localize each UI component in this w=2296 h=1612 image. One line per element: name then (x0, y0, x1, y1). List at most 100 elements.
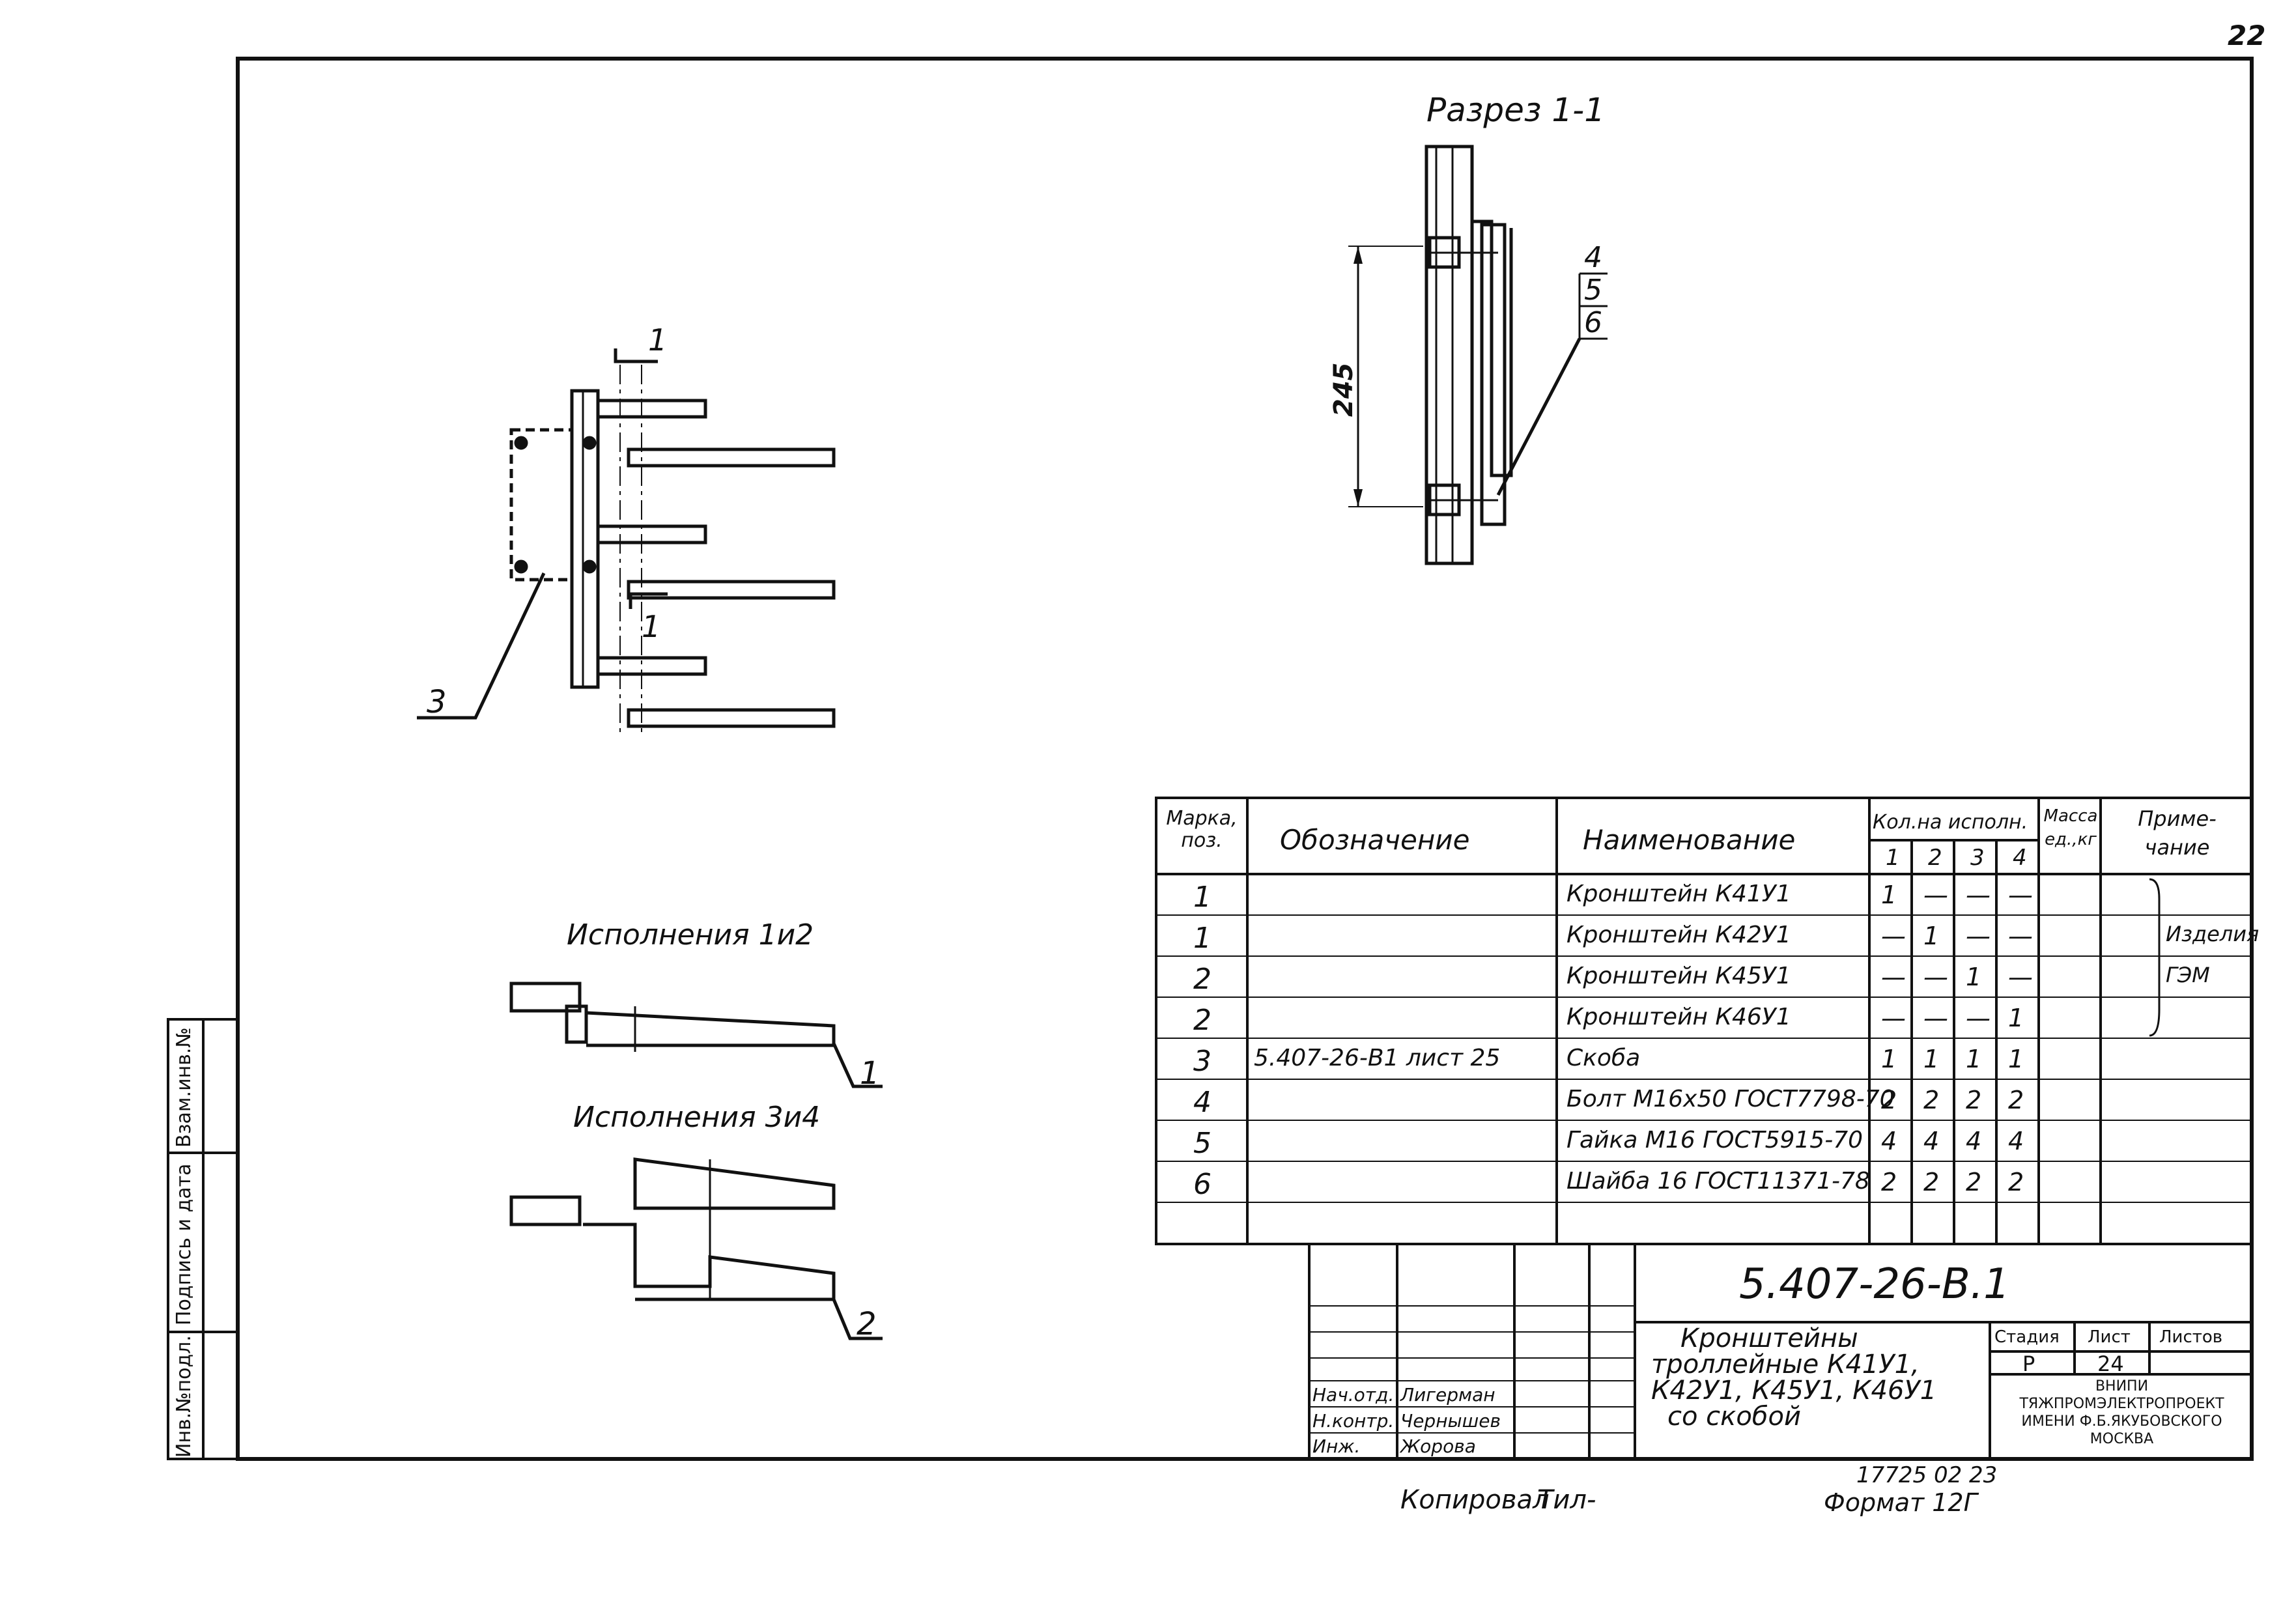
row-qty-3: — (1966, 922, 1991, 950)
org-line-2: ТЯЖПРОМЭЛЕКТРОПРОЕКТ (2019, 1396, 2224, 1412)
callout-4: 4 (1584, 241, 1602, 274)
sig-name-1: Лигерман (1400, 1384, 1495, 1406)
header-mass: Масса ед.,кг (2043, 806, 2098, 849)
row-qty-1: 1 (1881, 881, 1897, 909)
row-qty-1: — (1881, 1004, 1906, 1032)
title-block-grid (1308, 1243, 2253, 1460)
row-qty-4: — (2008, 963, 2033, 991)
header-qty-4: 4 (2013, 845, 2027, 871)
sig-name-3: Жорова (1400, 1435, 1476, 1457)
row-qty-3: — (1966, 1004, 1991, 1032)
org-line-4: МОСКВА (2090, 1431, 2154, 1447)
header-qty-3: 3 (1970, 845, 1985, 871)
row-note: ГЭМ (2166, 963, 2210, 987)
row-qty-3: 4 (1966, 1127, 1982, 1155)
row-qty-2: — (1923, 963, 1948, 991)
row-mark: 5 (1193, 1127, 1212, 1160)
variant-34-view (509, 1157, 883, 1340)
row-qty-3: 2 (1966, 1086, 1982, 1114)
title-line-2: троллейные К41У1, (1651, 1350, 1920, 1379)
row-qty-3: 1 (1966, 1045, 1982, 1073)
row-qty-3: 1 (1966, 963, 1982, 991)
row-qty-2: 2 (1923, 1168, 1940, 1196)
section-mark-bottom: 1 (642, 609, 661, 644)
row-note: Изделия (2166, 922, 2260, 946)
page-number: 22 (2228, 20, 2266, 51)
header-note: Приме- чание (2138, 806, 2217, 860)
row-qty-4: — (2008, 881, 2033, 909)
stage-value: Р (2022, 1351, 2035, 1376)
header-designation: Обозначение (1280, 824, 1470, 856)
org-line-3: ИМЕНИ Ф.Б.ЯКУБОВСКОГО (2021, 1413, 2222, 1430)
sheets-label: Листов (2159, 1327, 2223, 1347)
row-mark: 2 (1193, 1004, 1212, 1037)
row-qty-2: 1 (1923, 922, 1940, 950)
sig-name-2: Чернышев (1400, 1410, 1501, 1432)
sig-role-3: Инж. (1312, 1435, 1361, 1457)
variant-12-title: Исполнения 1и2 (567, 918, 814, 952)
row-mark: 2 (1193, 963, 1212, 996)
row-mark: 3 (1193, 1045, 1212, 1078)
variant-12-callout: 1 (860, 1055, 880, 1092)
row-name: Кронштейн К46У1 (1566, 1004, 1791, 1030)
sheet-label: Лист (2088, 1327, 2131, 1347)
sig-role-2: Н.контр. (1312, 1410, 1395, 1432)
sig-role-1: Нач.отд. (1312, 1384, 1395, 1406)
sheet-value: 24 (2097, 1351, 2124, 1376)
format-code: 17725 02 23 (1856, 1462, 1998, 1488)
row-qty-1: — (1881, 922, 1906, 950)
doc-code: 5.407-26-В.1 (1739, 1260, 2010, 1308)
row-qty-3: — (1966, 881, 1991, 909)
header-qty: Кол.на исполн. (1873, 811, 2028, 834)
org-line-1: ВНИПИ (2095, 1378, 2149, 1394)
row-name: Болт М16х50 ГОСТ7798-70 (1566, 1086, 1895, 1112)
row-designation: 5.407-26-В1 лист 25 (1254, 1045, 1501, 1071)
row-qty-2: — (1923, 1004, 1948, 1032)
row-qty-1: 1 (1881, 1045, 1897, 1073)
dimension-245: 245 (1329, 362, 1359, 417)
callout-5: 5 (1584, 274, 1602, 307)
section-view (1348, 145, 1608, 565)
row-qty-2: 4 (1923, 1127, 1940, 1155)
row-qty-2: 2 (1923, 1086, 1940, 1114)
row-qty-1: 2 (1881, 1086, 1897, 1114)
title-line-1: Кронштейны (1680, 1323, 1858, 1353)
row-mark: 1 (1193, 922, 1212, 955)
row-qty-1: — (1881, 963, 1906, 991)
row-name: Кронштейн К41У1 (1566, 881, 1791, 907)
callout-3: 3 (427, 684, 447, 720)
row-name: Кронштейн К45У1 (1566, 963, 1791, 989)
header-mark: Марка, поз. (1166, 807, 1238, 852)
stamp-vzam-inv: Взам.инв.№ (173, 1027, 195, 1148)
format-label: Формат 12Г (1824, 1488, 1977, 1517)
copied-signature: Тил- (1537, 1485, 1596, 1515)
stamp-signature-date: Подпись и дата (173, 1163, 195, 1326)
row-qty-3: 2 (1966, 1168, 1982, 1196)
row-qty-1: 4 (1881, 1127, 1897, 1155)
variant-34-title: Исполнения 3и4 (573, 1101, 821, 1134)
row-qty-4: 1 (2008, 1004, 2024, 1032)
row-name: Кронштейн К42У1 (1566, 922, 1791, 948)
organization: ВНИПИ ТЯЖПРОМЭЛЕКТРОПРОЕКТ ИМЕНИ Ф.Б.ЯКУ… (1993, 1378, 2250, 1448)
header-name: Наименование (1583, 824, 1796, 856)
row-qty-4: 2 (2008, 1168, 2024, 1196)
copied-by: Копировал (1400, 1485, 1550, 1515)
variant-34-callout: 2 (857, 1306, 877, 1342)
row-mark: 6 (1193, 1168, 1212, 1201)
row-qty-2: — (1923, 881, 1948, 909)
left-stamp (167, 1018, 239, 1460)
row-mark: 1 (1193, 881, 1212, 914)
title-line-3: К42У1, К45У1, К46У1 (1651, 1376, 1937, 1406)
section-mark-top: 1 (648, 322, 668, 358)
header-qty-1: 1 (1886, 845, 1900, 871)
row-qty-4: — (2008, 922, 2033, 950)
callout-6: 6 (1584, 306, 1602, 339)
main-bracket-view (417, 348, 836, 736)
row-qty-4: 4 (2008, 1127, 2024, 1155)
row-qty-4: 1 (2008, 1045, 2024, 1073)
section-title: Разрез 1-1 (1426, 91, 1606, 129)
row-name: Шайба 16 ГОСТ11371-78 (1566, 1168, 1870, 1195)
row-qty-4: 2 (2008, 1086, 2024, 1114)
stage-label: Стадия (1994, 1327, 2060, 1347)
